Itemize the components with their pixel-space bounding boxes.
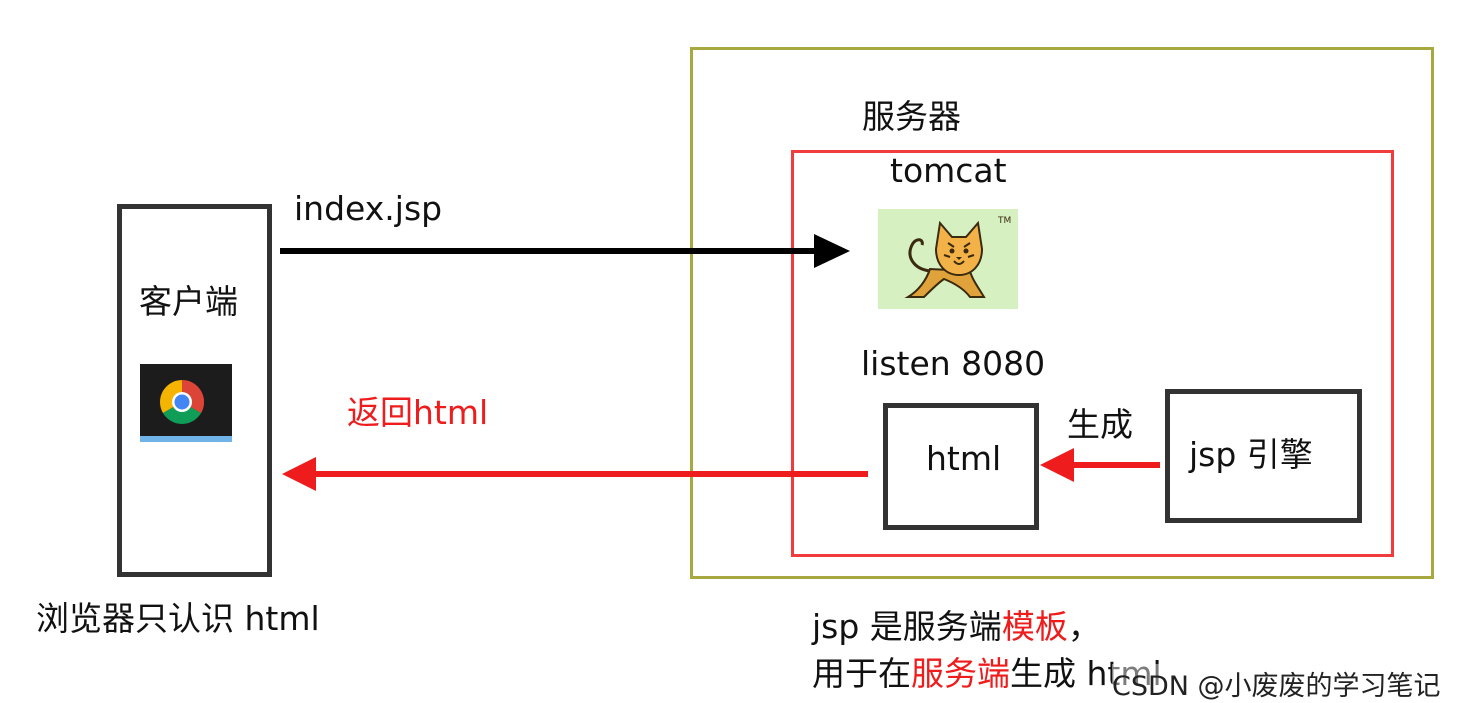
generate-arrow	[1040, 448, 1160, 482]
jsp-engine-label: jsp 引擎	[1189, 435, 1313, 474]
generate-label: 生成	[1067, 405, 1133, 444]
tomcat-box	[791, 150, 1394, 557]
watermark: CSDN @小废废的学习笔记	[1112, 664, 1441, 703]
jsp-engine-box	[1165, 389, 1362, 523]
note-line-2: 用于在服务端生成 html	[812, 654, 1162, 693]
server-box	[690, 47, 1434, 579]
tomcat-logo-icon: TM	[878, 209, 1018, 309]
html-box-label: html	[926, 439, 1002, 478]
client-label: 客户端	[139, 282, 238, 321]
html-box	[883, 403, 1039, 530]
tomcat-label: tomcat	[890, 151, 1007, 190]
response-label: 返回html	[347, 393, 489, 432]
listen-label: listen 8080	[861, 344, 1046, 383]
svg-text:TM: TM	[997, 216, 1011, 226]
server-label: 服务器	[862, 97, 961, 136]
chrome-taskbar-bar	[140, 436, 232, 442]
client-box	[117, 204, 272, 577]
response-arrow	[282, 457, 868, 491]
chrome-icon	[140, 364, 232, 442]
client-caption: 浏览器只认识 html	[36, 599, 320, 638]
request-label: index.jsp	[294, 189, 443, 228]
request-arrow	[280, 234, 850, 268]
note-line-1: jsp 是服务端模板，	[812, 607, 1101, 646]
